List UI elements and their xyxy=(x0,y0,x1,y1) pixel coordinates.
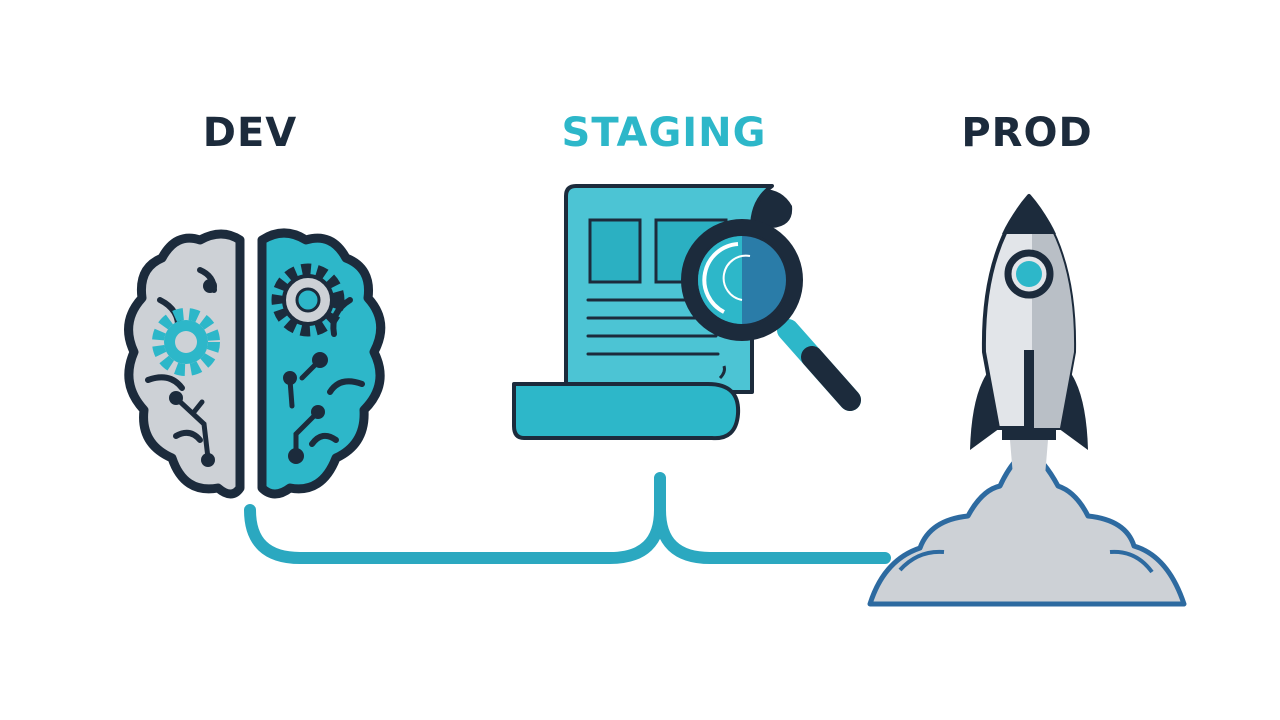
stage-label-staging: STAGING xyxy=(561,110,767,156)
brain-gears-icon xyxy=(124,228,386,499)
gear-icon xyxy=(152,308,220,376)
stage-label-dev: DEV xyxy=(202,110,298,156)
connector-bracket xyxy=(244,472,891,564)
document-magnifier-icon xyxy=(512,184,861,441)
rocket-launch-icon xyxy=(867,194,1187,607)
magnifier-icon xyxy=(681,219,861,411)
stage-label-prod: PROD xyxy=(961,110,1093,156)
gear-icon xyxy=(271,263,345,337)
